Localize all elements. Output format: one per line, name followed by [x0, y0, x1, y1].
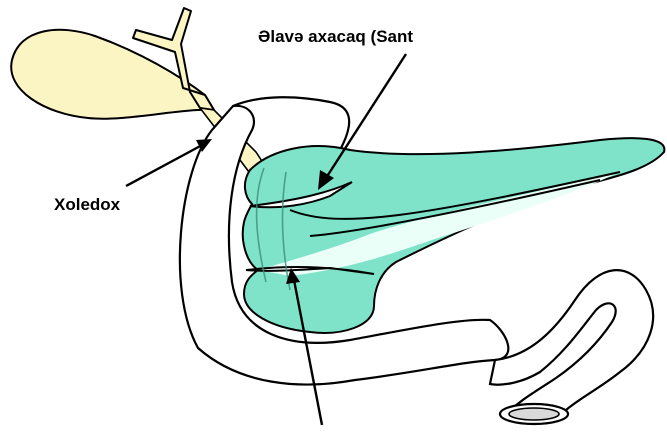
accessory-duct-label: Əlavə axacaq (Sant	[258, 27, 413, 46]
choledochus-label: Xoledox	[54, 195, 121, 214]
jejunum-lumen-icon	[509, 408, 559, 420]
jejunum-tube-icon	[490, 270, 653, 416]
